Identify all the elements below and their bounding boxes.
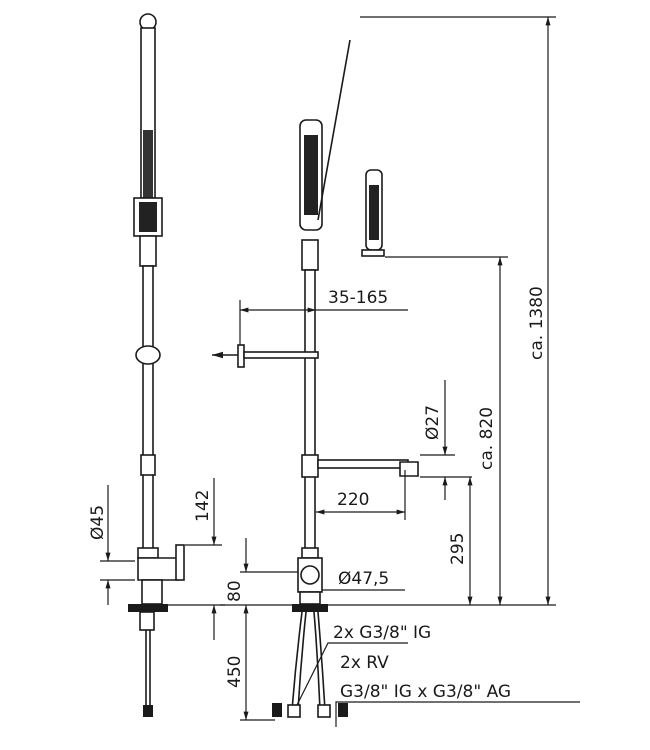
lever-height-label: 142 <box>193 490 213 522</box>
arm-height-label: 295 <box>448 533 468 565</box>
total-height-label: ca. 1380 <box>527 286 547 360</box>
body-diameter-label: Ø47,5 <box>338 569 389 589</box>
side-view-faucet <box>128 13 185 717</box>
spout-diameter-label: Ø27 <box>423 405 443 440</box>
connection-callout: 2x G3/8" IG <box>333 623 431 643</box>
spray-height-label: ca. 820 <box>477 407 497 470</box>
valves-callout: 2x RV <box>340 653 389 673</box>
reach-label: 35-165 <box>328 288 388 308</box>
front-view-faucet <box>212 14 419 718</box>
base-height-label: 80 <box>225 580 245 602</box>
hose-length-label: 450 <box>225 656 245 688</box>
arm-length-label: 220 <box>337 490 369 510</box>
left-diameter-label: Ø45 <box>88 505 108 540</box>
adapter-callout: G3/8" IG x G3/8" AG <box>340 682 511 702</box>
